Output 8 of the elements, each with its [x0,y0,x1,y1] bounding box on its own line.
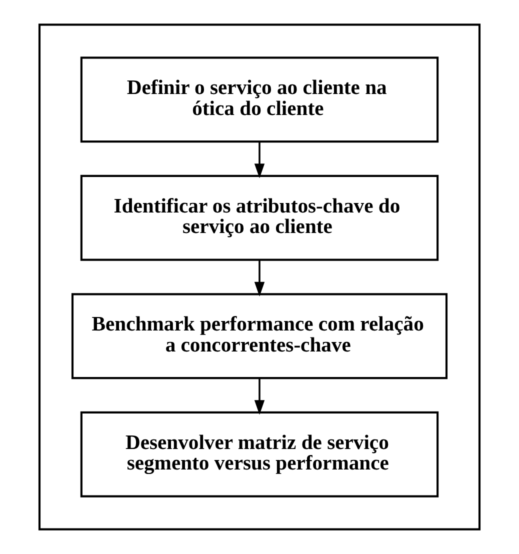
arrow [254,142,265,178]
node-box: Desenvolver matriz de serviço segmento versus performance [80,411,439,498]
cluster [38,24,481,530]
node-box: Identificar os atributos-chave do serviço ao cliente [80,174,439,261]
node-box: Benchmark performance com relação a concorrentes-chave [71,293,448,380]
arrow [254,260,265,297]
arrow [254,378,265,415]
node-box: Definir o serviço ao cliente na ótica do cliente [80,56,439,143]
